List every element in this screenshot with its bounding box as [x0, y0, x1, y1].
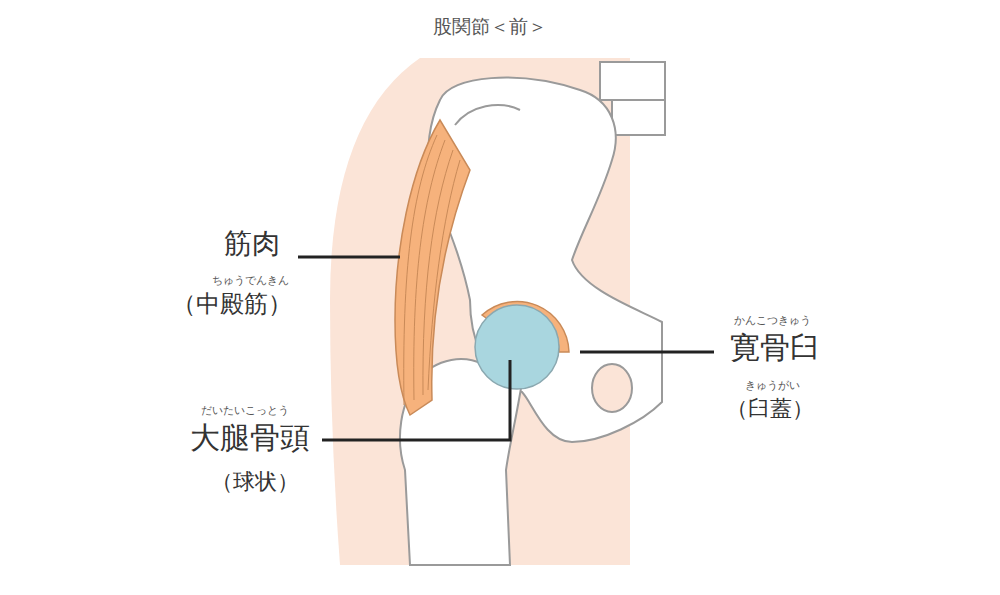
leader-line — [298, 256, 400, 259]
reading-ruby: きゅうがい — [745, 380, 800, 393]
leader-line — [580, 351, 714, 354]
muscle-fibers — [404, 135, 460, 405]
part-name: 寛骨臼 — [730, 331, 820, 366]
part-note: （臼蓋） — [726, 396, 814, 421]
part-note: （球状） — [211, 469, 299, 494]
iliac-crest-line — [455, 105, 520, 125]
reading-ruby: ちゅうでんきん — [212, 275, 289, 288]
obturator-foramen — [592, 364, 632, 412]
diagram-title: 股関節＜前＞ — [433, 16, 547, 38]
gluteus-medius — [395, 120, 470, 415]
part-name: 筋肉 — [224, 228, 280, 260]
leader-line — [322, 360, 510, 440]
leader-lines — [298, 257, 714, 440]
reading-ruby: かんこつきゅう — [734, 315, 811, 328]
femoral-head — [475, 305, 559, 389]
part-name: （中殿筋） — [172, 291, 292, 319]
reading-ruby: だいたいこっとう — [201, 405, 289, 418]
part-name: 大腿骨頭 — [190, 421, 310, 456]
